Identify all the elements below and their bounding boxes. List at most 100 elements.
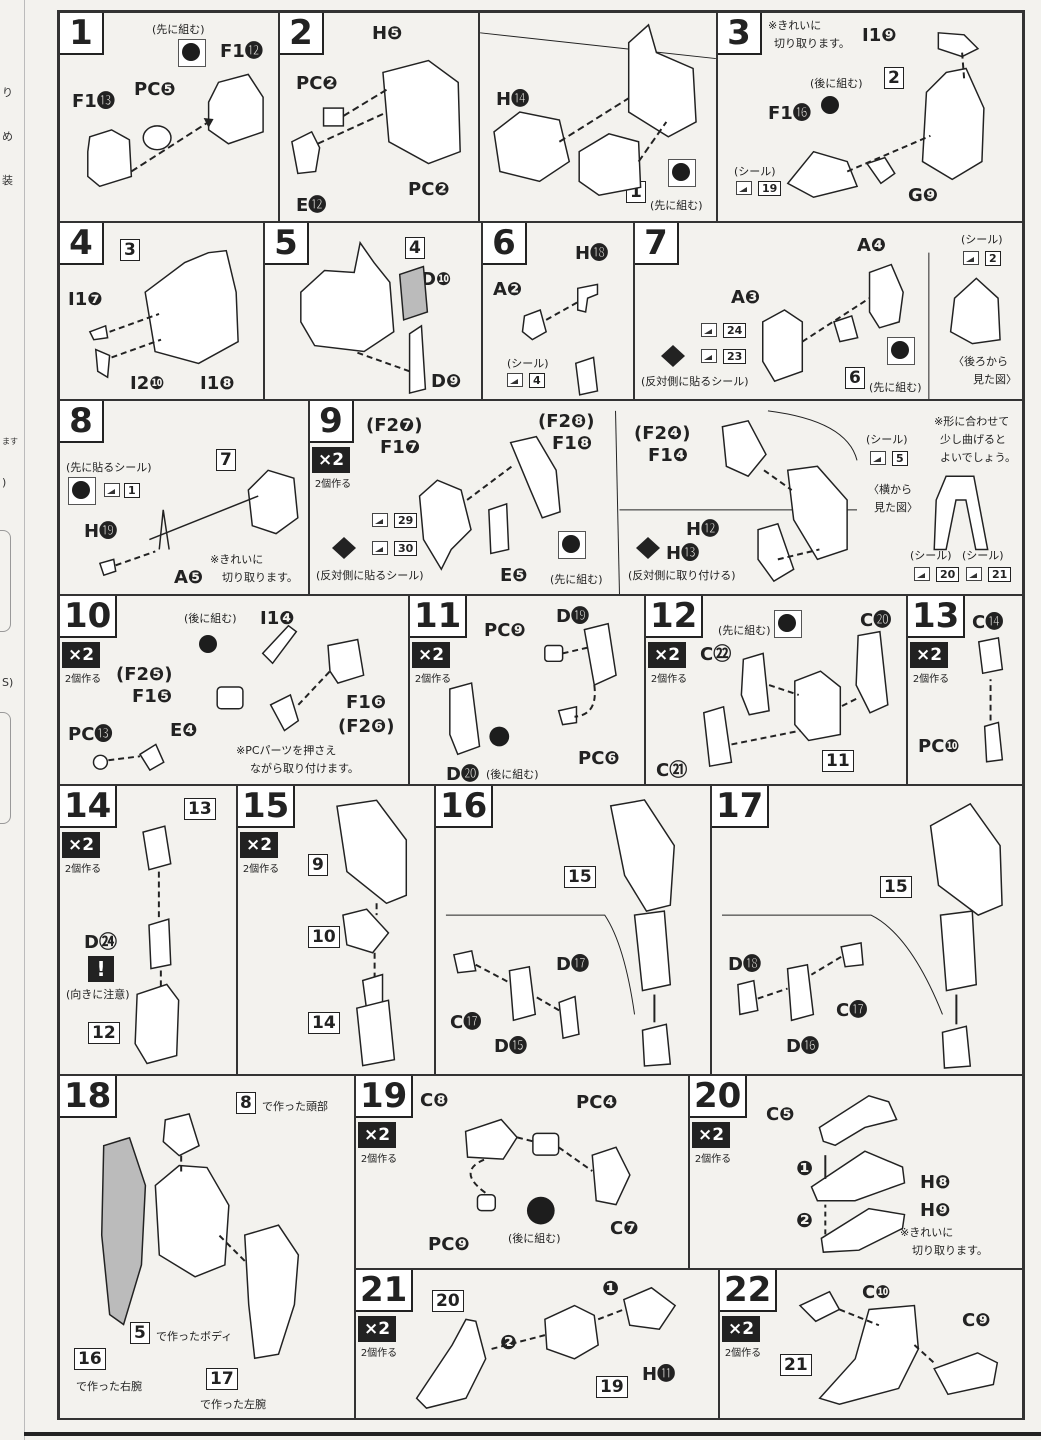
- step-16: 16 15 D⓱ C⓱ D⓯: [435, 785, 711, 1075]
- left-page-edge: り め 装 ます ) S): [0, 0, 25, 1440]
- step-21: 21 ×2 2個作る 20 19 H⓫ ❶ ❷: [355, 1269, 719, 1420]
- step-number: 4: [60, 223, 104, 265]
- note: (先に組む): [550, 573, 603, 586]
- assembly-diagram: [415, 1286, 677, 1409]
- part-label: F1⓬: [220, 41, 263, 62]
- part-label: F1❺: [132, 686, 173, 707]
- note: 切り取ります。: [912, 1244, 988, 1257]
- edge-text: め: [2, 130, 13, 143]
- part-label: H⓮: [496, 89, 530, 110]
- instruction-sheet: 1 (先に組む) F1⓬ F1⓭ PC❺ 2 H❺ PC❷ PC❷ E⓬ H⓮: [57, 10, 1025, 1420]
- step-8: 8 (先に貼るシール) 1 7 H⓳ A❺ ※きれいに 切り取ります。: [59, 400, 309, 595]
- step-17: 17 15 D⓲ C⓱ D⓰: [711, 785, 1023, 1075]
- edge-text: 装: [2, 174, 13, 187]
- note: (先に組む): [152, 23, 205, 36]
- note: 2個作る: [912, 674, 950, 685]
- part-label: D⓰: [786, 1036, 819, 1057]
- sticker-icon: [507, 373, 523, 387]
- part-label: (F2❼): [366, 415, 423, 436]
- note: (後に組む): [810, 77, 863, 90]
- step-number: 12: [646, 596, 704, 638]
- pre-assemble-icon: [887, 337, 915, 365]
- sticker-number: 2: [985, 251, 1001, 266]
- part-label: I1❼: [68, 289, 103, 310]
- note: (後に組む): [508, 1232, 561, 1245]
- step-ref-box: 15: [880, 876, 912, 898]
- part-label: F1❻: [346, 692, 387, 713]
- step-number: 1: [60, 13, 104, 55]
- note: 切り取ります。: [222, 571, 298, 584]
- part-label: C❿: [862, 1282, 891, 1303]
- step-ref-box: 10: [308, 926, 340, 948]
- part-label: D❿: [421, 269, 452, 290]
- step-number: 2: [280, 13, 324, 55]
- part-label: C㉑: [656, 760, 688, 781]
- note: ※PCパーツを押さえ: [236, 744, 337, 757]
- note: 〈後ろから: [953, 355, 1008, 368]
- part-label: C❽: [420, 1090, 449, 1111]
- make-two-badge: ×2: [62, 832, 100, 858]
- make-two-badge: ×2: [358, 1316, 396, 1342]
- page-bottom-rule: [24, 1432, 1041, 1436]
- note: (反対側に貼るシール): [641, 375, 749, 388]
- step-22: 22 ×2 2個作る C❿ C❾ 21: [719, 1269, 1023, 1420]
- part-label: C❾: [962, 1310, 991, 1331]
- step-number: 22: [720, 1270, 778, 1312]
- sticker-icon: [372, 513, 388, 527]
- make-two-badge: ×2: [910, 642, 948, 668]
- part-label: D⓯: [494, 1036, 527, 1057]
- assembly-diagram: [88, 249, 239, 379]
- part-label: C⓴: [860, 610, 892, 631]
- make-two-badge: ×2: [648, 642, 686, 668]
- part-label: H❾: [920, 1200, 951, 1221]
- note: ながら取り付けます。: [250, 762, 359, 775]
- edge-text: ): [2, 476, 7, 489]
- step-ref-box: 4: [405, 237, 425, 259]
- assembly-diagram: [480, 23, 716, 197]
- note: 2個作る: [242, 864, 280, 875]
- step-10: 10 ×2 2個作る (後に組む) I1❹ (F2❺) F1❺ F1❻ (F2❻…: [59, 595, 409, 785]
- step-number: 16: [436, 786, 494, 828]
- step-7: 7 A❹ A❸ 24 23 (反対側に貼るシール) 6 (先に組む) (シール)…: [634, 222, 1023, 400]
- step-number: 11: [410, 596, 468, 638]
- assembly-diagram: [336, 799, 408, 1067]
- note: (後に組む): [184, 612, 237, 625]
- step-number: 5: [265, 223, 309, 265]
- step-ref-box: 16: [74, 1348, 106, 1370]
- note: で作った右腕: [76, 1380, 142, 1393]
- step-9: 9 ×2 2個作る (F2❼) F1❼ (F2❽) F1❽ 29 30 (反対側…: [309, 400, 1023, 595]
- assembly-diagram: [87, 73, 264, 188]
- step-number: 3: [718, 13, 762, 55]
- part-label: C⓱: [450, 1012, 482, 1033]
- sticker-icon: [736, 181, 752, 195]
- make-two-badge: ×2: [692, 1122, 730, 1148]
- part-label: (F2❻): [338, 716, 395, 737]
- step-ref-box: 12: [88, 1022, 120, 1044]
- sticker-number: 19: [758, 181, 782, 196]
- pre-assemble-icon: [558, 531, 586, 559]
- part-label: I1❹: [260, 608, 295, 629]
- part-label: F1⓭: [72, 91, 115, 112]
- part-label: PC❷: [408, 179, 450, 200]
- assembly-diagram: [418, 410, 989, 594]
- part-label: F1❼: [380, 437, 421, 458]
- step-ref-box: 8: [236, 1092, 256, 1114]
- part-label: PC❾: [428, 1234, 470, 1255]
- sticker-number: 29: [394, 513, 418, 528]
- part-label: PC❺: [134, 79, 176, 100]
- part-label: H❺: [372, 23, 403, 44]
- sticker-icon: [104, 483, 120, 497]
- part-label: (F2❽): [538, 411, 595, 432]
- post-assemble-icon: [196, 632, 222, 658]
- step-order-1: ❶: [602, 1276, 619, 1300]
- edge-frame: [0, 712, 11, 824]
- step-order-2: ❷: [796, 1208, 813, 1232]
- note: (反対側に貼るシール): [316, 569, 424, 582]
- step-11: 11 ×2 2個作る D⓳ PC❾ D⓴ (後に組む) PC❻: [409, 595, 645, 785]
- part-label: E⓬: [296, 195, 327, 216]
- note: 2個作る: [64, 674, 102, 685]
- part-label: H⓫: [642, 1364, 676, 1385]
- part-label: D㉔: [84, 932, 117, 953]
- edge-frame: [0, 530, 11, 632]
- step-number: 19: [356, 1076, 414, 1118]
